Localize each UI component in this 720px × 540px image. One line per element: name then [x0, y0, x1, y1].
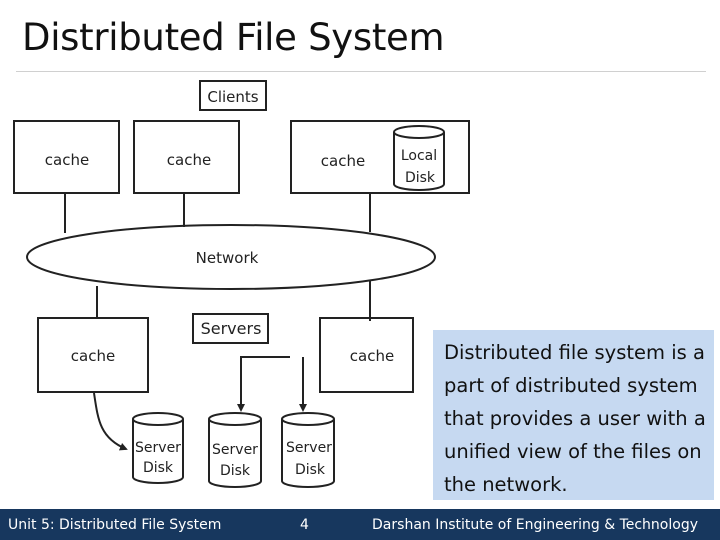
server-disk-cylinder-1: [132, 412, 184, 484]
server-disk-1-label-1: Server: [135, 440, 181, 456]
clients-label: Clients: [207, 88, 258, 106]
client-box-3: [290, 120, 470, 194]
server-disk-3-label-1: Server: [286, 440, 332, 456]
local-disk-cylinder: [393, 125, 445, 191]
server-box-1: [37, 317, 149, 393]
client-cache-1: cache: [45, 151, 89, 169]
footer-page-number: 4: [300, 517, 309, 533]
arrow-to-server-disk-2: [237, 356, 290, 412]
footer-course: Unit 5: Distributed File System: [8, 517, 222, 533]
client-cache-2: cache: [167, 151, 211, 169]
server-cache-2: cache: [350, 347, 394, 365]
local-disk-label-2: Disk: [405, 170, 436, 186]
server-disk-cylinder-2: [208, 412, 262, 488]
dfs-diagram: Clients cache cache cache Local Disk Net…: [13, 80, 470, 488]
server-disk-2-label-2: Disk: [220, 463, 251, 479]
server-disk-cylinder-3: [281, 412, 335, 488]
server-disk-2-label-1: Server: [212, 442, 258, 458]
local-disk-label-1: Local: [401, 148, 437, 164]
client-box-1: [13, 120, 120, 194]
description-box: [433, 330, 714, 500]
server-cache-1: cache: [71, 347, 115, 365]
title-divider: [16, 71, 706, 72]
arrow-to-server-disk-1: [93, 392, 128, 451]
server-disk-1-label-2: Disk: [143, 460, 174, 476]
network-ellipse: [26, 224, 436, 290]
clients-label-box: [199, 80, 267, 111]
servers-label: Servers: [201, 319, 262, 338]
network-label: Network: [196, 249, 259, 267]
servers-label-box: [192, 313, 269, 344]
footer-bar: Unit 5: Distributed File System 4 Darsha…: [0, 509, 720, 540]
footer-institute: Darshan Institute of Engineering & Techn…: [372, 517, 698, 533]
server-disk-3-label-2: Disk: [295, 462, 326, 478]
client-cache-3: cache: [321, 152, 365, 170]
server-box-2: [319, 317, 414, 393]
slide-title: Distributed File System: [22, 16, 445, 59]
client-box-2: [133, 120, 240, 194]
description-text: Distributed file system is a part of dis…: [444, 341, 706, 496]
